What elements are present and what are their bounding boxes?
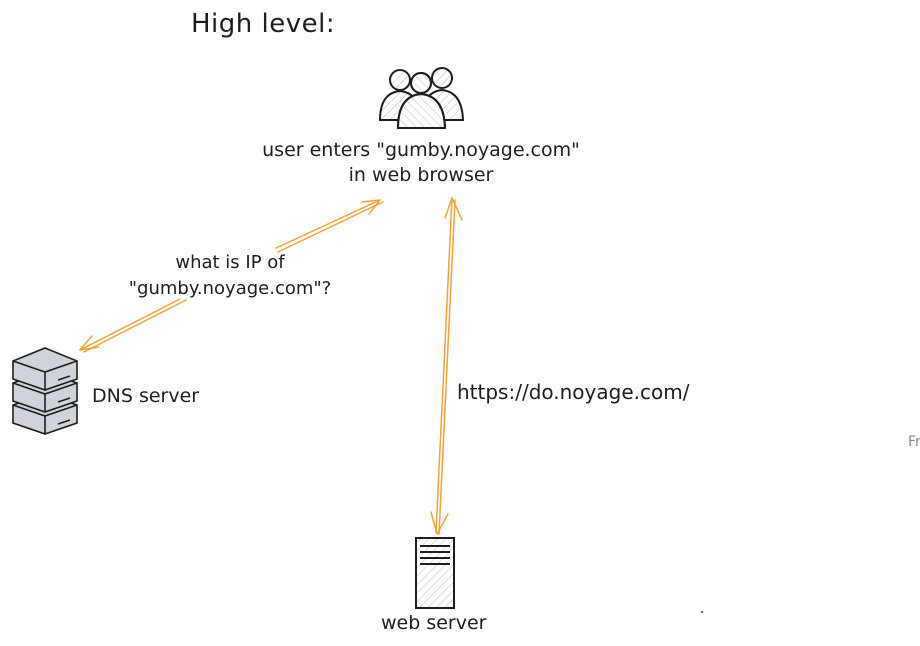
web-server-icon bbox=[415, 537, 455, 609]
dns-question-line1: what is IP of bbox=[175, 252, 285, 273]
web-server-label: web server bbox=[381, 612, 487, 634]
https-arrow bbox=[430, 197, 463, 535]
dns-query-arrow bbox=[79, 199, 384, 353]
user-caption-line2: in web browser bbox=[348, 164, 494, 186]
diagram-title: High level: bbox=[191, 9, 336, 39]
stray-dot bbox=[701, 611, 703, 613]
server-stack-icon bbox=[12, 347, 78, 435]
user-caption-line1: user enters "gumby.noyage.com" bbox=[262, 139, 580, 161]
dns-server-label: DNS server bbox=[92, 385, 200, 407]
dns-question-line2: "gumby.noyage.com"? bbox=[128, 278, 332, 299]
edge-text-fragment: Fr bbox=[908, 434, 920, 450]
user-caption: user enters "gumby.noyage.com" in web br… bbox=[262, 138, 580, 188]
dns-question-label: what is IP of "gumby.noyage.com"? bbox=[120, 250, 340, 302]
users-group-icon bbox=[378, 67, 465, 129]
https-url-label: https://do.noyage.com/ bbox=[457, 380, 690, 404]
